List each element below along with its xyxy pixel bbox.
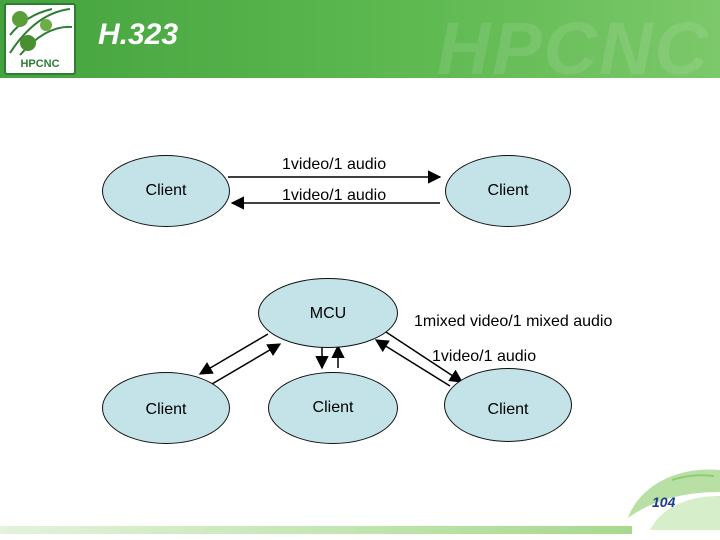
footer-bar xyxy=(0,526,632,534)
globe-logo-icon xyxy=(9,8,73,56)
client-node-bottom-middle: Client xyxy=(268,372,398,444)
label-mcu-single: 1video/1 audio xyxy=(432,348,537,365)
label-mcu-mixed: 1mixed video/1 mixed audio xyxy=(414,313,613,330)
client-node-top-right: Client xyxy=(445,155,571,227)
arrow-mcu-to-right-client xyxy=(385,331,464,383)
arrow-mcu-to-left-client xyxy=(198,333,269,375)
page-number: 104 xyxy=(652,494,676,510)
client-node-bottom-right: Client xyxy=(444,368,572,442)
client-node-bottom-left: Client xyxy=(102,372,230,444)
header-watermark: HPCNC xyxy=(436,7,710,90)
label-top-arrow-left: 1video/1 audio xyxy=(282,187,387,204)
globe-decoration-icon xyxy=(628,469,720,530)
hpcnc-logo: HPCNC xyxy=(4,3,76,75)
label-top-arrow-right: 1video/1 audio xyxy=(282,156,387,173)
slide-header: HPCNC HPCNC H.323 xyxy=(0,0,720,90)
logo-text: HPCNC xyxy=(20,58,60,70)
mcu-node: MCU xyxy=(258,278,398,348)
arrow-right-client-to-mcu xyxy=(374,339,451,387)
client-node-top-left: Client xyxy=(102,155,230,227)
arrow-left-client-to-mcu xyxy=(211,343,282,385)
slide-title: H.323 xyxy=(98,18,179,51)
